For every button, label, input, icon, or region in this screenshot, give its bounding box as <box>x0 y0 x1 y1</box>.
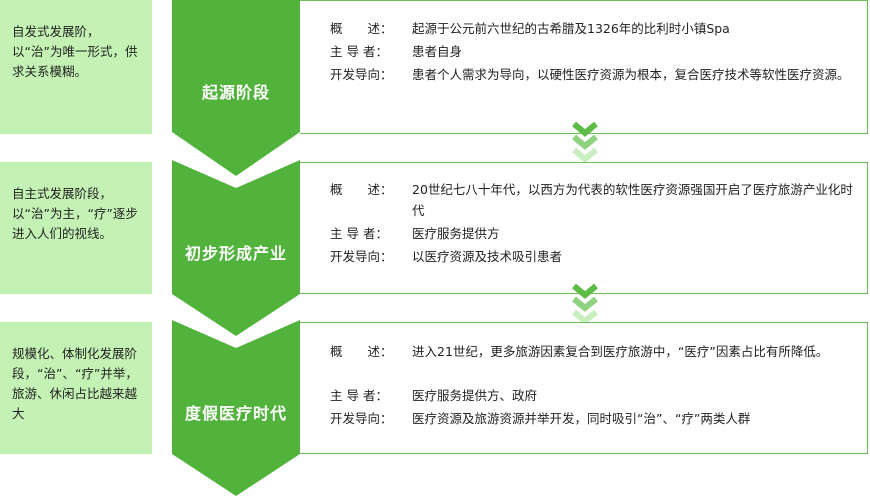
overview-value: 进入21世纪，更多旅游因素复合到医疗旅游中，“医疗”因素占比有所降低。 <box>412 344 829 359</box>
stage-3-title: 度假医疗时代 <box>184 404 287 423</box>
stage-2-card: 概 述： 20世纪七八十年代，以西方为代表的软性医疗资源强国开启了医疗旅游产业化… <box>300 162 868 294</box>
down-arrow-1-icon <box>572 121 598 162</box>
overview-label: 概 述： <box>330 344 393 359</box>
stage-1-note-text: 自发式发展阶，以“治”为唯一形式，供求关系模糊。 <box>12 24 138 79</box>
leader-label: 主 导 者： <box>330 44 388 59</box>
stage-3-overview-row: 概 述： 进入21世纪，更多旅游因素复合到医疗旅游中，“医疗”因素占比有所降低。 <box>330 341 857 362</box>
orientation-value: 医疗资源及旅游资源并举开发，同时吸引“治”、“疗”两类人群 <box>412 411 751 426</box>
stage-3-note: 规模化、体制化发展阶段，“治”、“疗”并举，旅游、休闲占比越来越大 <box>0 322 152 454</box>
overview-label: 概 述： <box>330 182 393 197</box>
overview-value: 20世纪七八十年代，以西方为代表的软性医疗资源强国开启了医疗旅游产业化时代 <box>412 182 853 218</box>
stage-2-overview-row: 概 述： 20世纪七八十年代，以西方为代表的软性医疗资源强国开启了医疗旅游产业化… <box>330 179 857 221</box>
orientation-label: 开发导向： <box>330 249 393 264</box>
orientation-value: 以医疗资源及技术吸引患者 <box>412 249 563 264</box>
overview-value: 起源于公元前六世纪的古希腊及1326年的比利时小镇Spa <box>412 21 730 36</box>
stage-3-leader-row: 主 导 者： 医疗服务提供方、政府 <box>330 385 857 406</box>
stage-1-title: 起源阶段 <box>201 83 270 102</box>
stage-3-chevron-shape <box>172 320 300 496</box>
stage-1-orientation-row: 开发导向： 患者个人需求为导向，以硬性医疗资源为根本，复合医疗技术等软性医疗资源… <box>330 64 857 85</box>
stage-1-note: 自发式发展阶，以“治”为唯一形式，供求关系模糊。 <box>0 0 152 134</box>
leader-value: 患者自身 <box>412 44 463 59</box>
stage-2-title: 初步形成产业 <box>184 244 287 263</box>
stage-3-chevron: 度假医疗时代 <box>172 320 300 496</box>
stage-3-orientation-row: 开发导向： 医疗资源及旅游资源并举开发，同时吸引“治”、“疗”两类人群 <box>330 408 857 429</box>
stage-2-note: 自主式发展阶段，以“治”为主，“疗”逐步进入人们的视线。 <box>0 162 152 294</box>
orientation-label: 开发导向： <box>330 67 393 82</box>
stage-1-overview-row: 概 述： 起源于公元前六世纪的古希腊及1326年的比利时小镇Spa <box>330 18 857 39</box>
stage-1-leader-row: 主 导 者： 患者自身 <box>330 41 857 62</box>
stage-2-leader-row: 主 导 者： 医疗服务提供方 <box>330 223 857 244</box>
orientation-value: 患者个人需求为导向，以硬性医疗资源为根本，复合医疗技术等软性医疗资源。 <box>412 67 850 82</box>
down-arrow-2-icon <box>572 283 598 324</box>
stage-2-chevron-shape <box>172 160 300 336</box>
orientation-label: 开发导向： <box>330 411 393 426</box>
stage-3-note-text: 规模化、体制化发展阶段，“治”、“疗”并举，旅游、休闲占比越来越大 <box>12 346 138 421</box>
overview-label: 概 述： <box>330 21 393 36</box>
stage-2-chevron: 初步形成产业 <box>172 160 300 336</box>
stage-2-note-text: 自主式发展阶段，以“治”为主，“疗”逐步进入人们的视线。 <box>12 186 138 241</box>
leader-value: 医疗服务提供方、政府 <box>412 388 538 403</box>
stage-3-card: 概 述： 进入21世纪，更多旅游因素复合到医疗旅游中，“医疗”因素占比有所降低。… <box>300 322 868 454</box>
stage-1-card: 概 述： 起源于公元前六世纪的古希腊及1326年的比利时小镇Spa 主 导 者：… <box>300 0 868 134</box>
leader-label: 主 导 者： <box>330 388 388 403</box>
stage-1-chevron: 起源阶段 <box>172 0 300 176</box>
leader-label: 主 导 者： <box>330 226 388 241</box>
leader-value: 医疗服务提供方 <box>412 226 500 241</box>
stage-2-orientation-row: 开发导向： 以医疗资源及技术吸引患者 <box>330 246 857 267</box>
stage-1-chevron-shape <box>172 0 300 176</box>
